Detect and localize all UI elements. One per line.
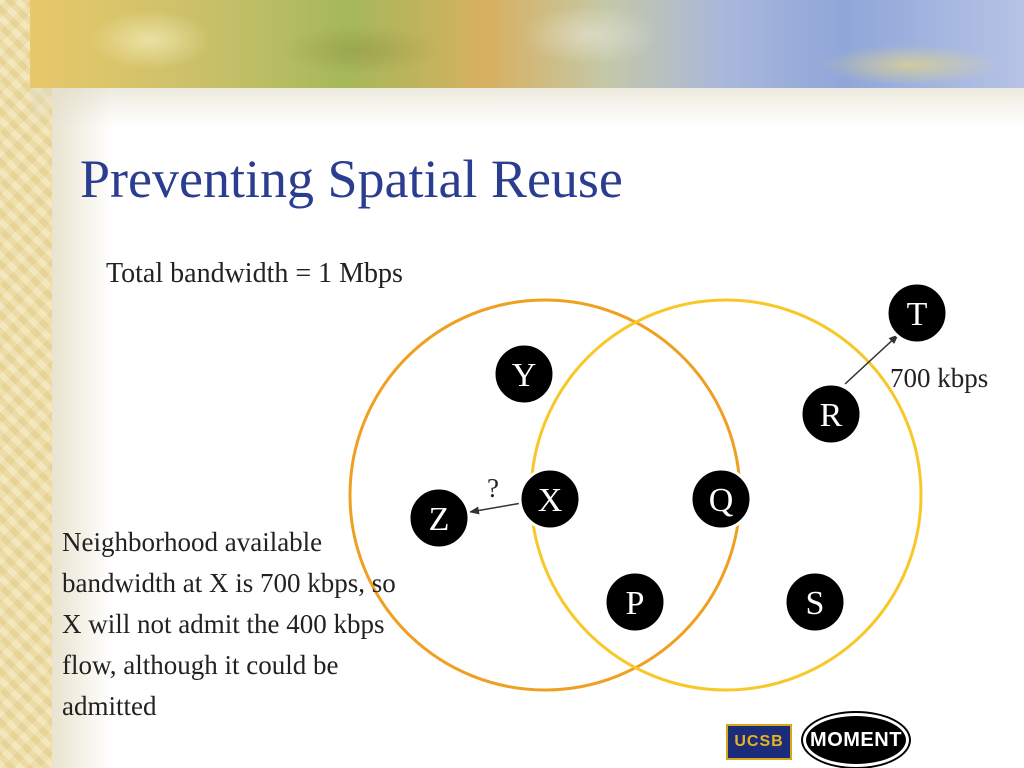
node-z: Z — [407, 486, 471, 550]
decorative-left-strip — [0, 0, 52, 768]
edge-label-700-kbps: 700 kbps — [890, 363, 988, 393]
moment-logo: MOMENT — [803, 713, 909, 767]
edge-label-question: ? — [487, 473, 499, 503]
node-y-label: Y — [512, 357, 537, 394]
ucsb-logo-text: UCSB — [734, 733, 784, 750]
ucsb-logo: UCSB — [726, 724, 792, 760]
node-s-label: S — [806, 585, 825, 622]
node-z-label: Z — [429, 501, 450, 538]
flow-arrow-x-to-z — [469, 502, 523, 515]
decorative-left-fade — [52, 0, 112, 768]
total-bandwidth-note: Total bandwidth = 1 Mbps — [106, 258, 403, 289]
node-t-label: T — [907, 296, 928, 333]
node-x-label: X — [538, 482, 563, 519]
node-p-label: P — [626, 585, 645, 622]
flow-arrow-r-to-t — [844, 334, 899, 385]
node-q: Q — [689, 467, 753, 531]
decorative-banner-fade — [30, 88, 1024, 128]
node-q-label: Q — [709, 482, 734, 519]
node-p: P — [603, 570, 667, 634]
node-r-label: R — [820, 397, 843, 434]
node-r: R — [799, 382, 863, 446]
node-y: Y — [492, 342, 556, 406]
decorative-top-banner-texture — [30, 0, 1024, 88]
node-x: X — [518, 467, 582, 531]
moment-logo-text: MOMENT — [810, 728, 902, 751]
node-t: T — [885, 281, 949, 345]
slide-title: Preventing Spatial Reuse — [80, 149, 623, 209]
explanation-text: Neighborhood available bandwidth at X is… — [62, 527, 396, 721]
node-s: S — [783, 570, 847, 634]
